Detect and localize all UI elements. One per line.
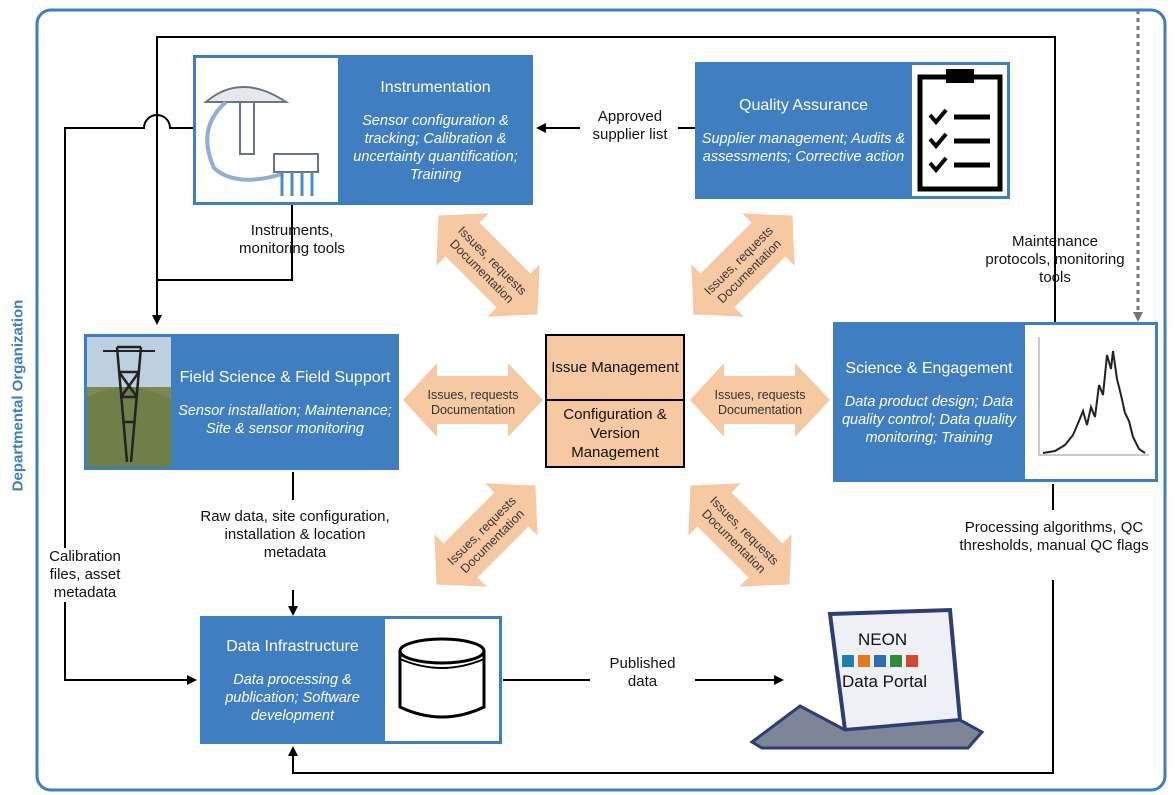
exchange-right-line2: Documentation — [718, 403, 802, 417]
exchange-arrow-right: Issues, requests Documentation — [690, 363, 830, 437]
calibration-label: Calibration files, asset metadata — [45, 548, 125, 602]
calibration-link — [64, 114, 197, 685]
instrumentation-box: Instrumentation Sensor configuration & t… — [193, 55, 533, 205]
exchange-left-line2: Documentation — [431, 403, 515, 417]
infra-box: Data Infrastructure Data processing & pu… — [200, 616, 502, 744]
issue-management: Issue Management — [547, 336, 683, 401]
database-icon — [385, 619, 499, 741]
exchange-arrow-left: Issues, requests Documentation — [403, 363, 543, 437]
portal-brand: NEON — [858, 630, 908, 649]
processing-loop — [293, 484, 1054, 774]
issue-config-box: Issue Management Configuration & Version… — [545, 334, 685, 468]
infra-title: Data Infrastructure — [226, 637, 359, 655]
field-title: Field Science & Field Support — [179, 368, 391, 386]
exchange-right-line1: Issues, requests — [714, 388, 805, 402]
published-label: Published data — [609, 655, 676, 690]
field-desc: Sensor installation; Maintenance; Site &… — [178, 402, 392, 437]
instruments-label: Instruments, monitoring tools — [239, 222, 345, 257]
portal-name: Data Portal — [842, 672, 928, 691]
infra-desc: Data processing & publication; Software … — [225, 671, 360, 724]
loop-science-to-field — [152, 36, 1056, 325]
org-label: Departmental Organization — [9, 299, 27, 492]
quality-title: Quality Assurance — [739, 97, 868, 114]
maintenance-label: Maintenance protocols, monitoring tools — [985, 233, 1125, 286]
config-management: Configuration & Version Management — [563, 406, 667, 461]
sensor-image — [196, 58, 338, 202]
exchange-arrow-top-right: Issues, requests Documentation — [691, 213, 795, 317]
science-box: Science & Engagement Data product design… — [833, 322, 1158, 482]
raw-data-label: Raw data, site configuration, installati… — [200, 508, 390, 561]
science-title: Science & Engagement — [845, 359, 1013, 377]
tower-image — [87, 337, 171, 467]
clipboard-icon — [912, 65, 1007, 196]
exchange-arrow-bottom-left: Issues, requests Documentation — [434, 483, 538, 587]
field-box: Field Science & Field Support Sensor ins… — [84, 334, 399, 470]
instrumentation-desc: Sensor configuration & tracking; Calibra… — [353, 112, 518, 183]
processing-label: Processing algorithms, QC thresholds, ma… — [954, 519, 1154, 555]
org-frame — [35, 8, 1167, 792]
timeseries-plot-image — [1025, 325, 1155, 479]
instrumentation-title: Instrumentation — [380, 78, 491, 96]
exchange-left-line1: Issues, requests — [427, 388, 518, 402]
quality-desc: Supplier management; Audits & assessment… — [701, 131, 906, 165]
science-desc: Data product design; Data quality contro… — [841, 393, 1017, 446]
instruments-link — [157, 205, 293, 281]
laptop-icon — [749, 607, 985, 750]
approved-supplier-label: Approved supplier list — [592, 108, 668, 143]
exchange-arrow-top-left: Issues, requests Documentation — [436, 213, 540, 317]
quality-box: Quality Assurance Supplier management; A… — [695, 62, 1010, 199]
exchange-arrow-bottom-right: Issues, requests Documentation — [688, 483, 792, 587]
